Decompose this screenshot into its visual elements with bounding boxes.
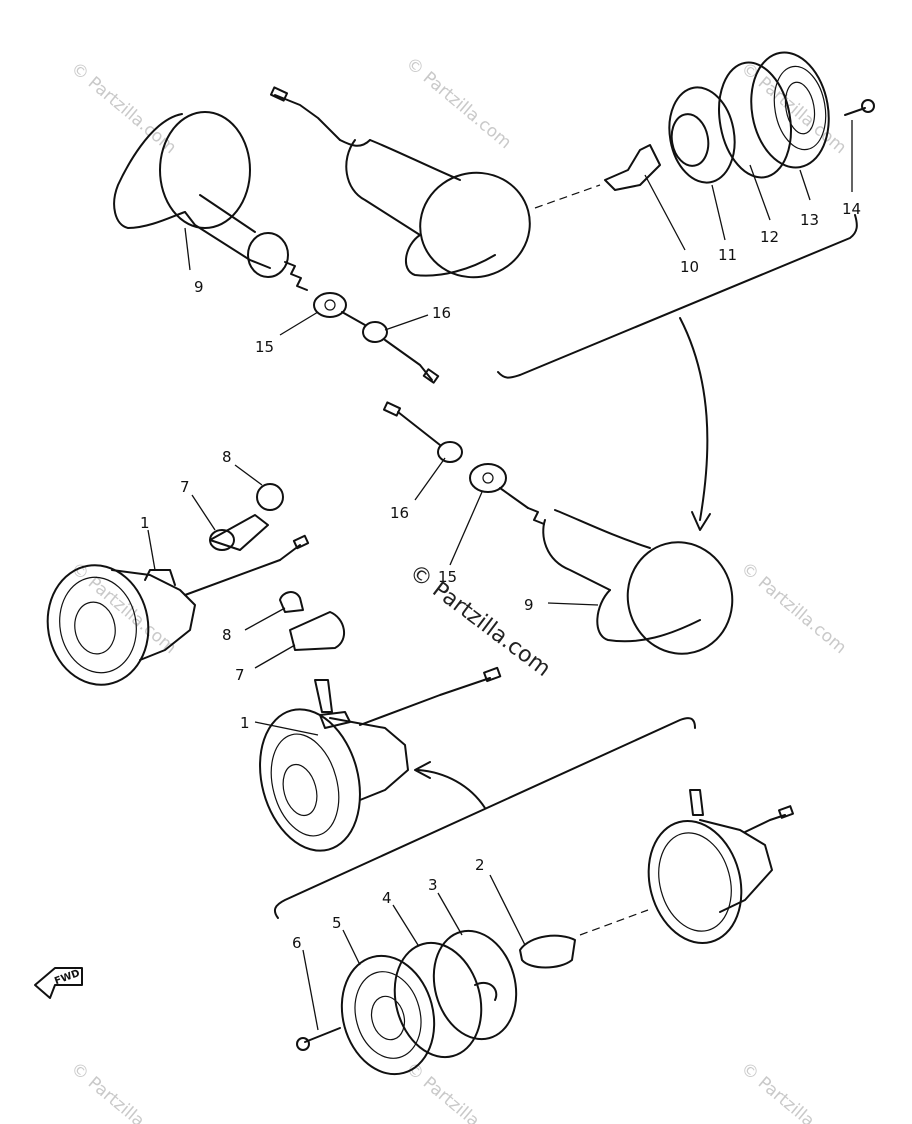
callout-9: 9 (194, 278, 204, 296)
front-stalk-housing-right (382, 401, 734, 655)
callout-1-upper: 1 (140, 514, 150, 532)
callout-8-lower: 8 (222, 626, 232, 644)
watermark-tile: © Partzilla.com (737, 59, 850, 159)
callout-2: 2 (475, 856, 485, 874)
rear-stalk-housing-right (269, 86, 531, 279)
callout-7-lower: 7 (235, 666, 245, 684)
assembly-bracket-upper (497, 214, 858, 531)
front-lamp-exploded (296, 789, 795, 1076)
watermark-tile: © Partzilla.com (402, 1059, 515, 1124)
callout-1-lower: 1 (240, 714, 250, 732)
callout-13: 13 (800, 211, 819, 229)
watermark-tile: © Partzilla.com (67, 59, 180, 159)
callout-15: 15 (255, 338, 274, 356)
callout-12: 12 (760, 228, 779, 246)
callout-10: 10 (680, 258, 699, 276)
callouts: 9 15 16 10 11 12 13 14 8 7 1 8 7 1 16 15… (140, 120, 861, 1031)
forward-direction-badge: FWD (34, 967, 83, 999)
rear-lamp-exploded (534, 51, 875, 209)
callout-7-upper: 7 (180, 478, 190, 496)
callout-16: 16 (432, 304, 451, 322)
watermark-main: © Partzilla.com (404, 560, 555, 682)
watermark-tile: © Partzilla.com (737, 559, 850, 659)
callout-4: 4 (382, 889, 392, 907)
callout-11: 11 (718, 246, 737, 264)
watermark-tile: © Partzilla.com (402, 54, 515, 154)
callout-16-lower: 16 (390, 504, 409, 522)
callout-9-lower: 9 (524, 596, 534, 614)
watermark-tile: © Partzilla.com (67, 1059, 180, 1124)
watermark-tile: © Partzilla.com (737, 1059, 850, 1124)
callout-6: 6 (292, 934, 302, 952)
callout-5: 5 (332, 914, 342, 932)
callout-8-upper: 8 (222, 448, 232, 466)
callout-14: 14 (842, 200, 861, 218)
watermark-tile: © Partzilla.com (67, 559, 180, 659)
front-lamp-center (259, 591, 502, 852)
rear-stalk-housing-left (113, 111, 440, 384)
callout-3: 3 (428, 876, 438, 894)
callout-15-lower: 15 (438, 568, 457, 586)
assembly-bracket-lower (273, 717, 696, 919)
front-lamp-left (46, 483, 310, 686)
